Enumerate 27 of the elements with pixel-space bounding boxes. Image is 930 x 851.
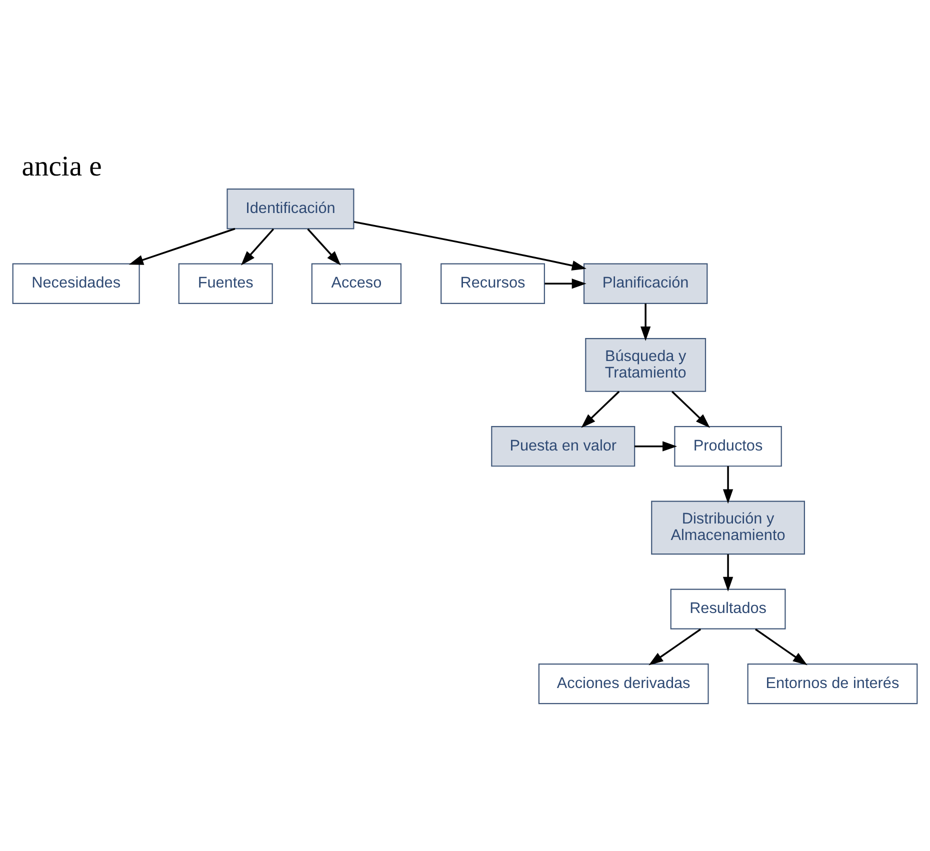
node-box: Puesta en valor — [491, 426, 636, 466]
arrow — [581, 390, 620, 428]
diagram-title: ancia e — [22, 151, 102, 182]
node-box: Búsqueda y Tratamiento — [585, 338, 706, 392]
arrow — [354, 220, 586, 270]
node-box: Necesidades — [12, 262, 140, 304]
node-box: Productos — [674, 426, 782, 466]
node-box: Distribución y Almacenamiento — [651, 500, 805, 554]
node-box: Planificación — [583, 262, 708, 304]
node-box: Acciones derivadas — [538, 662, 709, 704]
arrow — [544, 278, 586, 288]
arrow — [128, 227, 236, 264]
node-box: Resultados — [670, 588, 786, 629]
node-box: Fuentes — [178, 262, 273, 304]
node-box: Acceso — [311, 262, 402, 304]
node-box: Identificación — [226, 188, 354, 229]
arrow — [754, 628, 808, 665]
arrow — [640, 302, 651, 341]
node-box: Entornos de interés — [747, 662, 918, 704]
arrow — [722, 466, 734, 504]
arrow — [648, 628, 702, 665]
arrow — [240, 228, 274, 265]
arrow — [634, 440, 678, 451]
arrow — [307, 228, 341, 265]
arrow — [672, 390, 710, 428]
arrow — [722, 554, 734, 591]
node-box: Recursos — [440, 262, 545, 304]
